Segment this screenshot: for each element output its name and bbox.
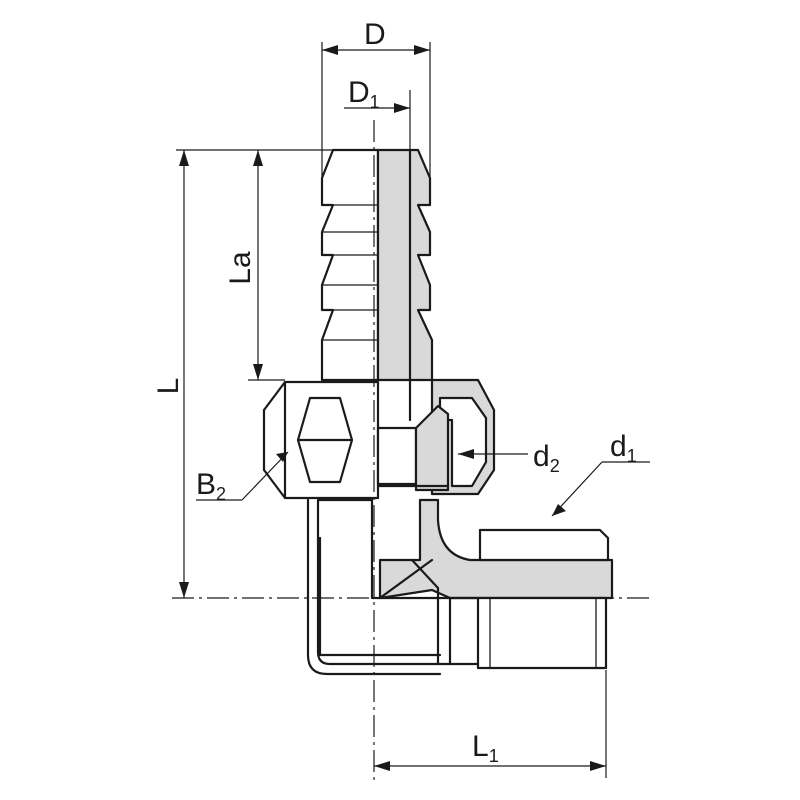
label-L1: L1 (472, 730, 499, 766)
label-B2: B2 (196, 468, 226, 504)
label-D1: D1 (348, 76, 380, 112)
label-La: La (224, 251, 257, 285)
dimension-D1: D1 (344, 76, 411, 150)
center-lines (172, 120, 650, 780)
leader-B2: B2 (196, 451, 289, 504)
label-d1: d1 (610, 430, 637, 466)
elbow-body (306, 498, 614, 676)
dimension-L1: L1 (374, 670, 607, 778)
hose-barb (320, 148, 434, 422)
label-L: L (152, 378, 185, 395)
label-d2: d2 (533, 440, 560, 476)
leader-d2: d2 (458, 440, 560, 476)
leader-d1: d1 (551, 430, 650, 517)
dimension-D: D (321, 18, 431, 185)
hex-nut (262, 378, 496, 500)
dimension-L: L (152, 149, 333, 598)
label-D: D (364, 18, 386, 51)
dimension-La: La (224, 150, 285, 381)
